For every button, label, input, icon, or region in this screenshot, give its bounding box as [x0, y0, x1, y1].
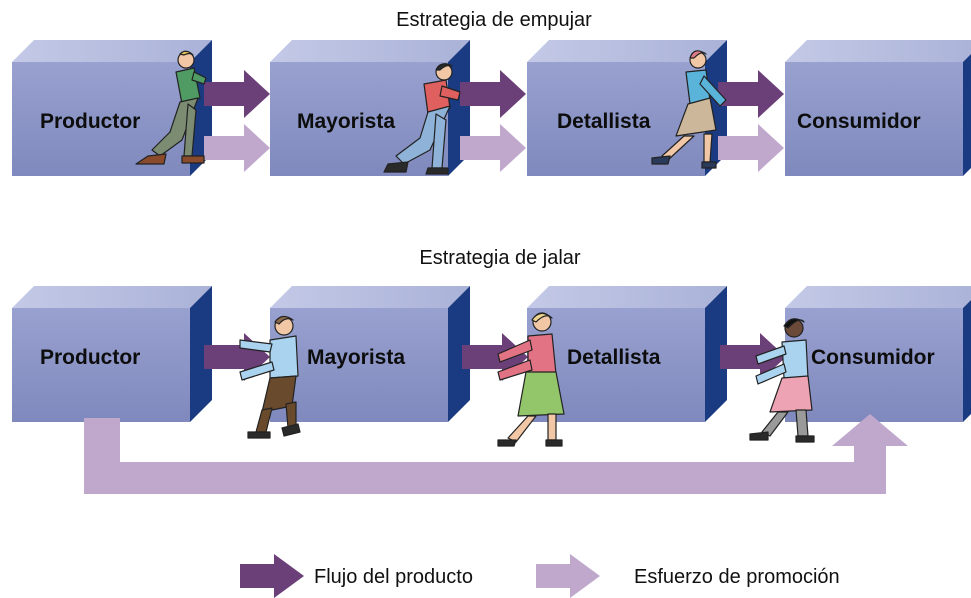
pull-box-mayorista: Mayorista: [270, 286, 470, 422]
legend-product-label: Flujo del producto: [314, 566, 473, 588]
push-promotion-arrow-3: [718, 124, 784, 172]
pushing-person-1-icon: [135, 50, 207, 165]
pull-box-label: Productor: [40, 346, 140, 369]
push-product-arrow-3: [718, 70, 784, 118]
pull-box-consumidor: Consumidor: [785, 286, 971, 422]
legend-promotion-arrow-icon: [536, 554, 600, 598]
push-box-consumidor: Consumidor: [785, 40, 971, 176]
push-box-productor: Productor: [12, 40, 212, 176]
pull-box-label: Detallista: [567, 346, 661, 369]
pulling-person-3-icon: [749, 318, 815, 443]
pull-box-label: Mayorista: [307, 346, 405, 369]
pull-box-label: Consumidor: [811, 346, 935, 369]
legend-promotion-label: Esfuerzo de promoción: [634, 566, 840, 588]
push-box-label: Detallista: [557, 110, 651, 133]
push-box-detallista: Detallista: [527, 40, 727, 176]
push-box-mayorista: Mayorista: [270, 40, 470, 176]
push-promotion-arrow-1: [204, 124, 270, 172]
pulling-person-2-icon: [497, 312, 565, 447]
push-box-label: Productor: [40, 110, 140, 133]
pull-box-productor: Productor: [12, 286, 212, 422]
legend: Flujo del producto Esfuerzo de promoción: [240, 554, 840, 598]
legend-product-arrow-icon: [240, 554, 304, 598]
push-box-label: Mayorista: [297, 110, 395, 133]
pulling-person-1-icon: [239, 315, 301, 439]
push-box-label: Consumidor: [797, 110, 921, 133]
pushing-person-2-icon: [383, 63, 461, 175]
push-title: Estrategia de empujar: [396, 9, 592, 31]
pull-title: Estrategia de jalar: [419, 247, 581, 269]
pull-promotion-arrow: [84, 414, 908, 494]
push-product-arrow-1: [204, 70, 270, 118]
pull-box-detallista: Detallista: [527, 286, 727, 422]
pushing-person-3-icon: [651, 50, 727, 169]
